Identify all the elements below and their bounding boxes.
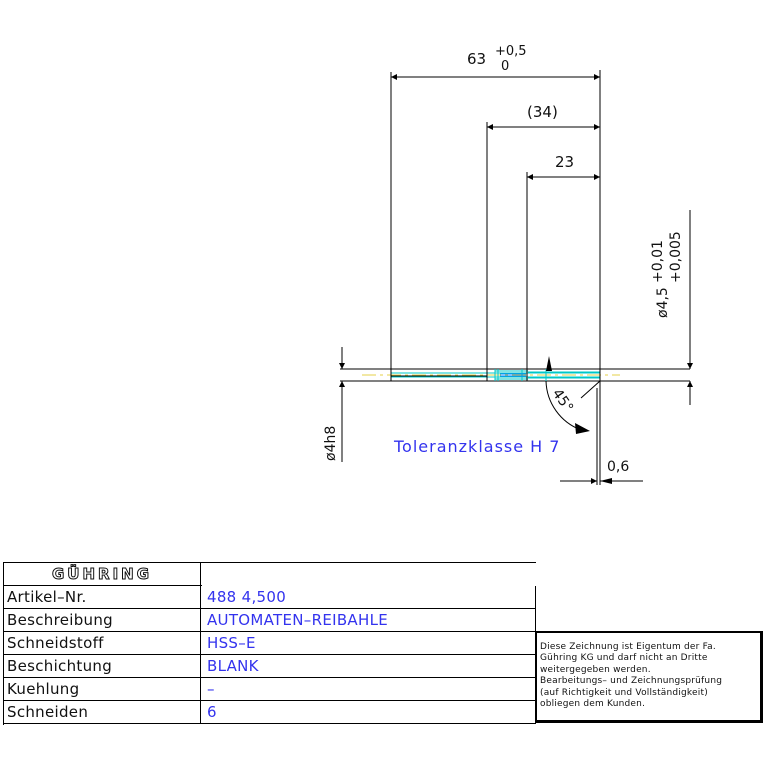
- overall-length-value: 63: [467, 50, 486, 68]
- dim-reference-length: (34): [487, 103, 600, 130]
- cutting-diameter-lower-tol: +0,005: [668, 231, 684, 283]
- row-value: AUTOMATEN–REIBAHLE: [207, 611, 388, 629]
- dim-flute-length: 23: [527, 153, 600, 180]
- extension-lines: [390, 70, 601, 485]
- row-value: –: [207, 680, 215, 698]
- dim-overall-length: 63 +0,5 0: [391, 44, 600, 80]
- shank-diameter-value: ø4h8: [323, 426, 339, 461]
- row-label: Artikel–Nr.: [4, 586, 201, 608]
- row-value: HSS–E: [207, 634, 256, 652]
- notice-line: obliegen dem Kunden.: [540, 699, 646, 710]
- dim-shank-diameter: ø4h8: [323, 347, 345, 462]
- overall-length-lower-tol: 0: [501, 59, 509, 74]
- tool-body: [340, 368, 690, 382]
- title-block-row: Kuehlung –: [4, 678, 536, 701]
- title-block-row: Beschichtung BLANK: [4, 655, 536, 678]
- cutting-diameter-upper-tol: +0,01: [650, 240, 666, 283]
- dim-chamfer-length: 0,6: [560, 459, 643, 484]
- title-block-header: GÜHRING: [4, 563, 202, 586]
- title-block-row: Artikel–Nr. 488 4,500: [4, 586, 536, 609]
- chamfer-angle-value: 45°: [549, 386, 576, 416]
- notice-line: (auf Richtigkeit und Vollständigkeit): [540, 687, 708, 698]
- reference-length-value: (34): [527, 103, 558, 121]
- company-logo: GÜHRING: [4, 563, 201, 585]
- overall-length-upper-tol: +0,5: [495, 44, 527, 59]
- dim-cutting-diameter: ø4,5 +0,01 +0,005: [650, 210, 693, 405]
- cutting-diameter-value: ø4,5: [655, 287, 671, 318]
- row-label: Schneiden: [4, 701, 201, 723]
- row-label: Schneidstoff: [4, 632, 201, 654]
- row-value: 488 4,500: [207, 588, 287, 606]
- notice-line: Bearbeitungs– und Zeichnungsprüfung: [540, 676, 723, 687]
- tolerance-class-label: Toleranzklasse H 7: [393, 437, 560, 456]
- title-block-row: Beschreibung AUTOMATEN–REIBAHLE: [4, 609, 536, 632]
- dim-chamfer-angle: 45°: [545, 356, 590, 434]
- row-value: BLANK: [207, 657, 259, 675]
- title-block-row: Schneiden 6: [4, 701, 536, 724]
- notice-line: Diese Zeichnung ist Eigentum der Fa.: [540, 642, 716, 652]
- row-label: Beschreibung: [4, 609, 201, 631]
- flute-length-value: 23: [555, 153, 574, 171]
- title-block-row: Schneidstoff HSS–E: [4, 632, 536, 655]
- row-label: Kuehlung: [4, 678, 201, 700]
- row-label: Beschichtung: [4, 655, 201, 677]
- chamfer-length-value: 0,6: [607, 459, 629, 475]
- row-value: 6: [207, 703, 217, 721]
- notice-line: Gühring KG und darf nicht an Dritte: [540, 653, 708, 664]
- ownership-notice: Diese Zeichnung ist Eigentum der Fa. Güh…: [535, 631, 763, 723]
- title-block: GÜHRING Artikel–Nr. 488 4,500 Beschreibu…: [3, 562, 536, 725]
- company-logo-text: GÜHRING: [51, 565, 153, 584]
- notice-line: weitergegeben werden.: [540, 664, 651, 675]
